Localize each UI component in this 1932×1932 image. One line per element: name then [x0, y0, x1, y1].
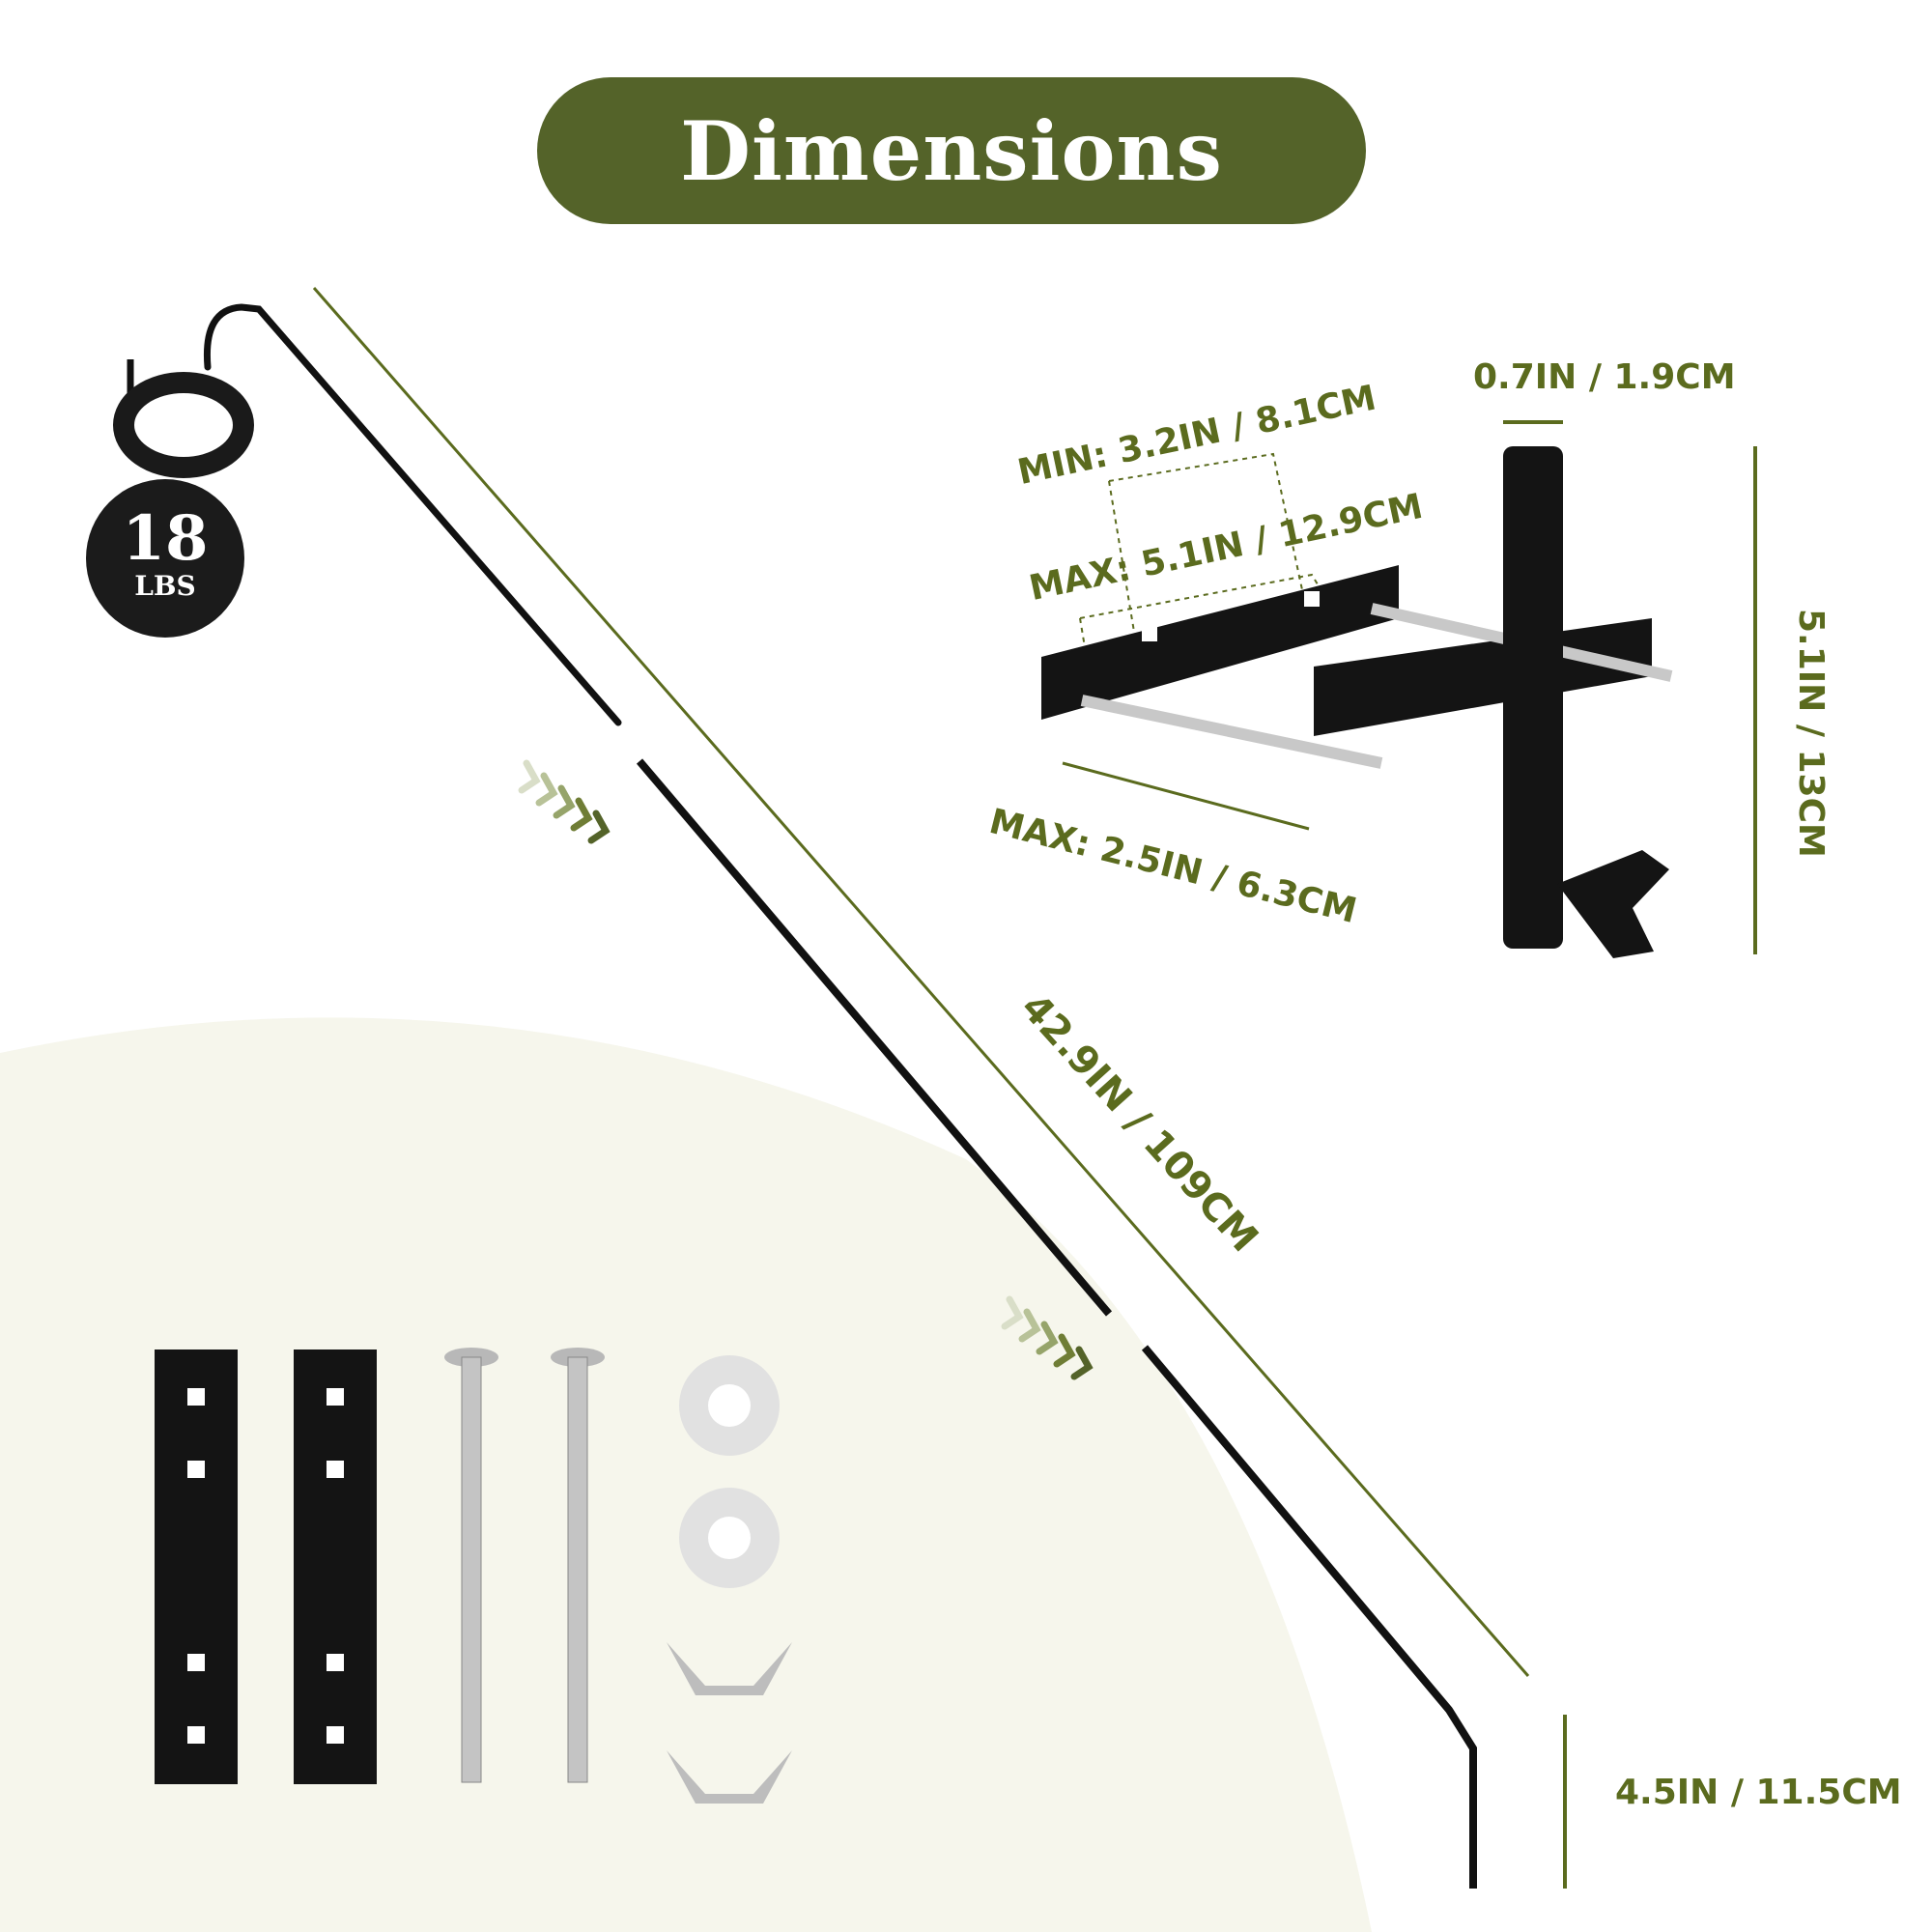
pole-top-section — [203, 303, 622, 726]
weight-value: 18 — [122, 502, 209, 575]
title-banner: Dimensions — [537, 77, 1366, 224]
mounting-bracket — [1041, 446, 1673, 958]
wing-nut — [667, 1750, 792, 1804]
pole-bottom-section — [1141, 1345, 1477, 1889]
page-title: Dimensions — [680, 102, 1223, 199]
tube-diameter-label: 0.7IN / 1.9CM — [1473, 357, 1736, 397]
mounting-plate — [155, 1350, 238, 1784]
bracket-height-label: 5.1IN / 13CM — [1791, 609, 1831, 858]
plate-dimension-line — [1062, 761, 1310, 831]
wing-nut — [667, 1642, 792, 1695]
weight-unit: LBS — [134, 570, 196, 602]
hook-height-label: 4.5IN / 11.5CM — [1615, 1773, 1902, 1812]
washer — [679, 1355, 780, 1456]
mounting-plate — [294, 1350, 377, 1784]
length-dimension-line — [312, 287, 1530, 1677]
chevron-arrows-icon — [1001, 1295, 1094, 1380]
washer — [679, 1488, 780, 1588]
carriage-bolt — [551, 1348, 605, 1783]
pole-middle-section — [636, 758, 1113, 1317]
chevron-arrows-icon — [518, 759, 611, 844]
carriage-bolt — [444, 1348, 498, 1783]
kettlebell-icon — [86, 359, 254, 638]
